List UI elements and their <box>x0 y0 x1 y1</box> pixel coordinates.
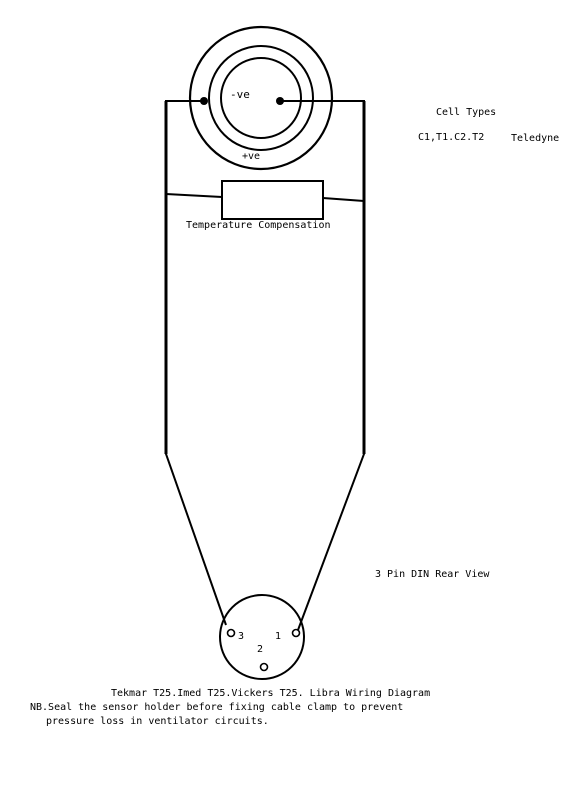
din-connector <box>219 594 305 680</box>
cell-types-list: C1,T1.C2.T2 <box>418 132 485 143</box>
resistor-body <box>221 180 324 220</box>
resistor-lead-right <box>322 197 365 202</box>
positive-terminal-label: +ve <box>242 151 261 162</box>
din-view-label: 3 Pin DIN Rear View <box>375 569 490 580</box>
diagram-title: Tekmar T25.Imed T25.Vickers T25. Libra W… <box>111 688 431 699</box>
cell-middle-ring <box>208 45 314 151</box>
oxygen-cell <box>188 25 334 171</box>
din-pin-3 <box>226 628 236 638</box>
cell-inner-ring <box>220 57 302 139</box>
note-line-2: pressure loss in ventilator circuits. <box>46 716 269 727</box>
pin-3-label: 3 <box>238 631 245 642</box>
cell-types-title: Cell Types <box>436 107 497 118</box>
negative-terminal-label: -ve <box>230 88 250 101</box>
din-pin-1 <box>291 628 301 638</box>
cell-outer-ring <box>188 25 334 171</box>
temperature-compensation-resistor <box>165 180 365 220</box>
left-wire <box>165 100 227 626</box>
manufacturer-label: Teledyne <box>511 133 560 144</box>
pin-2-label: 2 <box>257 644 264 655</box>
note-line-1: NB.Seal the sensor holder before fixing … <box>30 702 404 713</box>
din-connector-body <box>219 594 305 680</box>
temperature-compensation-label: Temperature Compensation <box>186 220 331 231</box>
din-pin-2 <box>259 662 269 672</box>
resistor-lead-left <box>165 193 223 198</box>
pin-1-label: 1 <box>275 631 282 642</box>
